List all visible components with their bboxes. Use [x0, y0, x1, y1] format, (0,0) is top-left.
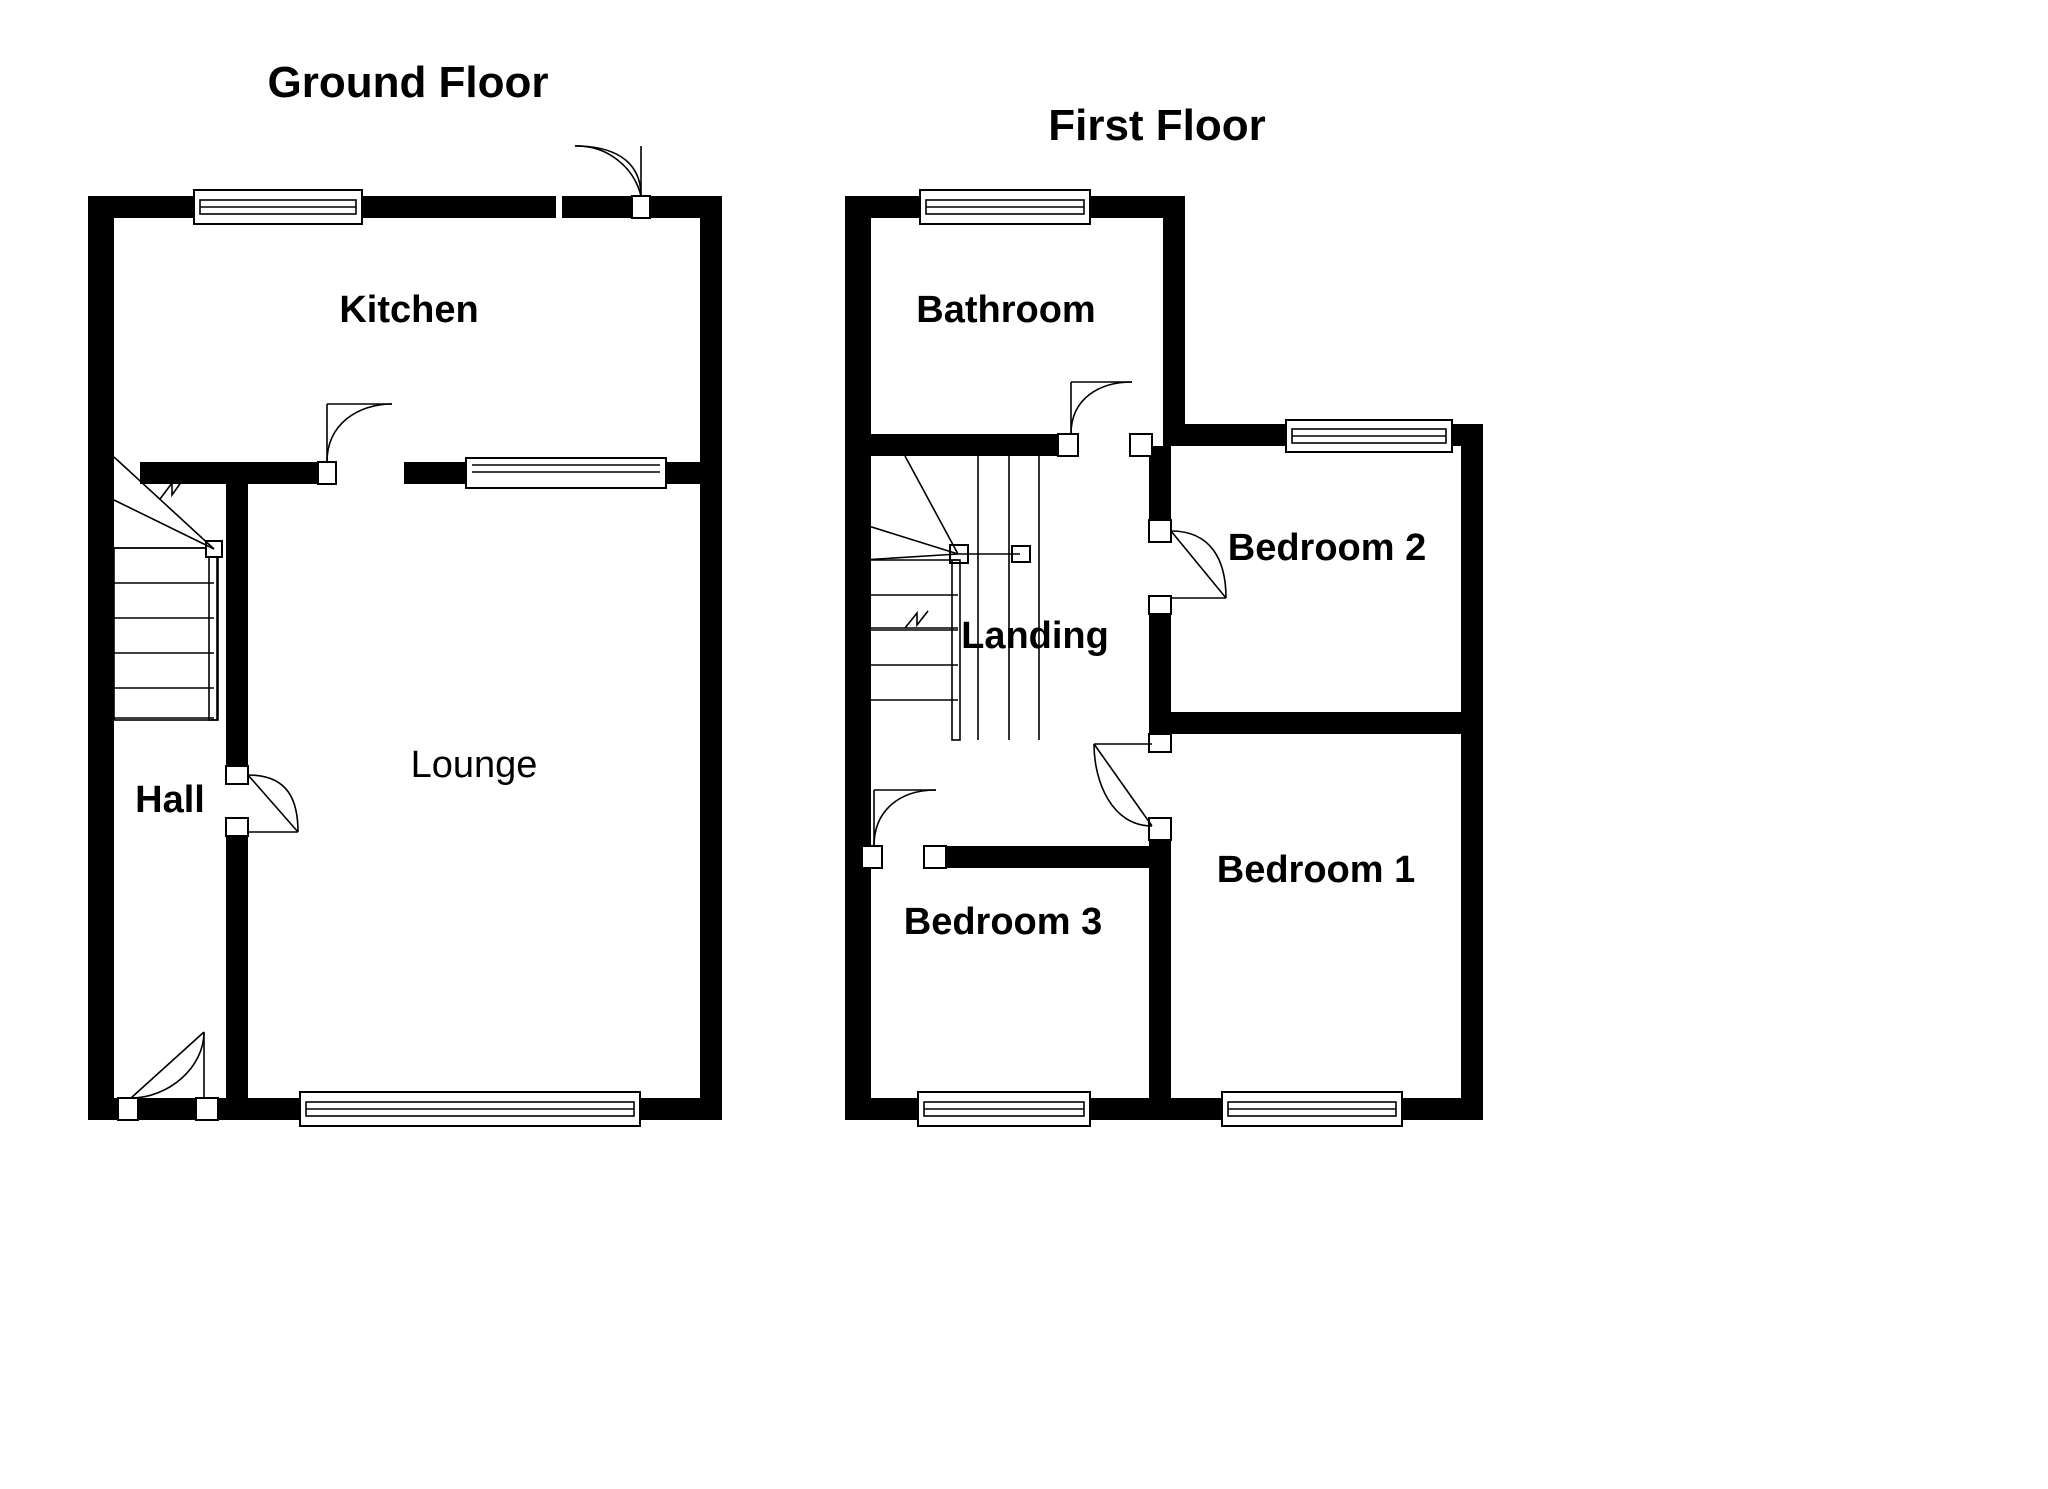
- gf-wall-hall-lounge-lower: [226, 836, 248, 1120]
- first-floor-title: First Floor: [1048, 101, 1266, 150]
- gf-staircase: [113, 456, 223, 721]
- ff-wall-landing-a: [1149, 446, 1171, 542]
- gf-window-kitchen-rear: [193, 189, 363, 225]
- ff-staircase: [861, 455, 1040, 741]
- gf-room-label-lounge: Lounge: [411, 744, 538, 786]
- ground-floor-plan: Kitchen Lounge Hall: [88, 145, 722, 1127]
- ff-room-label-landing: Landing: [961, 615, 1109, 657]
- ff-wall-bathroom-right: [1163, 196, 1185, 446]
- ff-window-bedroom2-rear: [1285, 419, 1453, 453]
- gf-window-lounge-front: [299, 1091, 641, 1127]
- gf-room-label-hall: Hall: [135, 779, 205, 821]
- ff-door-bedroom1: [1093, 733, 1172, 841]
- ff-window-bedroom3-front: [917, 1091, 1091, 1127]
- ff-window-bathroom-rear: [919, 189, 1091, 225]
- ff-wall-left: [845, 196, 871, 1120]
- ff-room-label-bedroom1: Bedroom 1: [1217, 849, 1415, 891]
- ff-wall-landing-b: [1149, 596, 1171, 750]
- gf-door-front-entrance: [117, 1031, 219, 1121]
- gf-room-label-kitchen: Kitchen: [339, 289, 478, 331]
- first-floor-plan: Bathroom Bedroom 2 Landing Bedroom 1 Bed…: [845, 189, 1483, 1127]
- gf-window-lounge-internal: [465, 457, 667, 489]
- gf-wall-left: [88, 196, 114, 1120]
- ff-wall-bed2-bed1: [1157, 712, 1483, 734]
- ff-wall-right: [1461, 424, 1483, 1120]
- ff-wall-bed3-landing: [940, 846, 1164, 868]
- gf-door-hall-lounge: [225, 765, 299, 837]
- ff-door-bedroom2: [1148, 519, 1227, 615]
- ff-wall-bathroom-landing: [862, 434, 1058, 456]
- gf-door-kitchen-hall: [317, 403, 393, 485]
- gf-wall-hall-lounge-upper: [226, 462, 248, 766]
- ff-room-label-bathroom: Bathroom: [916, 289, 1095, 331]
- ff-door-bathroom: [1057, 381, 1153, 457]
- gf-door-kitchen-back: [556, 145, 651, 219]
- gf-wall-right: [700, 196, 722, 1120]
- ff-window-bedroom1-front: [1221, 1091, 1403, 1127]
- ff-room-label-bedroom3: Bedroom 3: [904, 901, 1102, 943]
- ff-door-bedroom3: [861, 789, 947, 869]
- ff-wall-landing-c: [1149, 826, 1171, 1120]
- ground-floor-title: Ground Floor: [267, 58, 548, 107]
- ff-room-label-bedroom2: Bedroom 2: [1228, 527, 1426, 569]
